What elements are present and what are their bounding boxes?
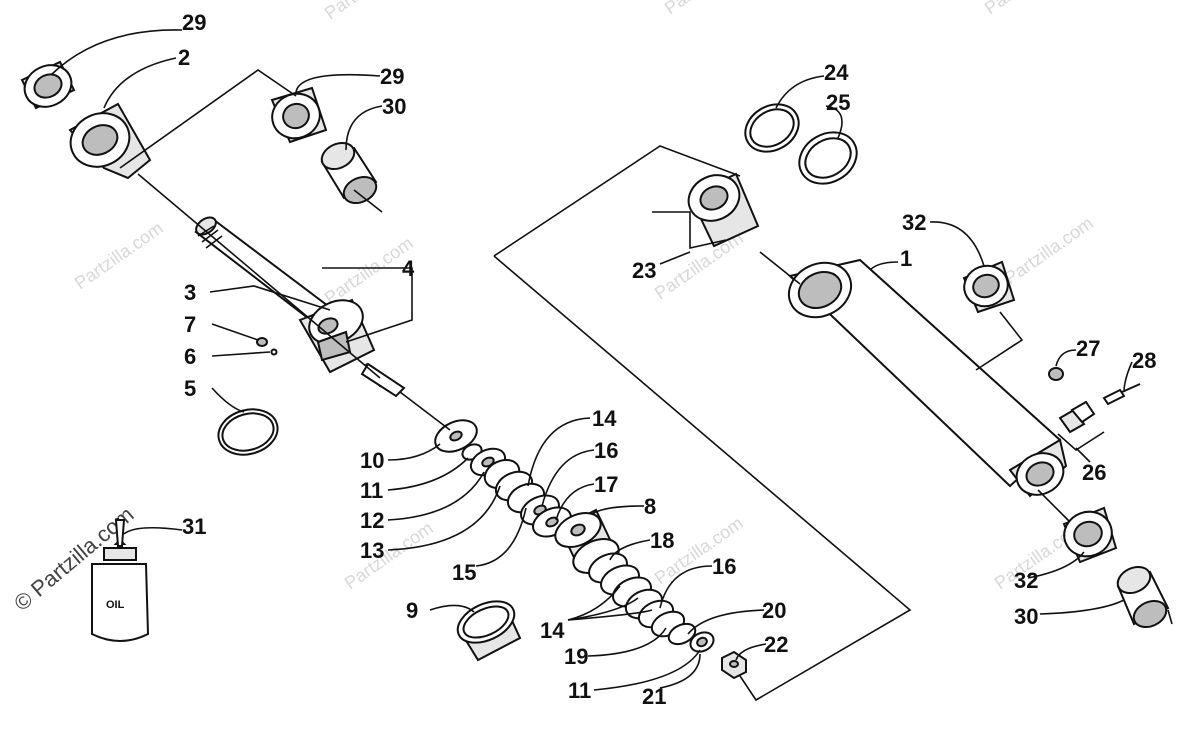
callout-14: 14 xyxy=(540,618,565,643)
watermark-text: Partzilla.com xyxy=(1001,213,1097,288)
callout-30: 30 xyxy=(1014,604,1038,629)
ball-7 xyxy=(256,337,268,347)
watermark-text: Partzilla.com xyxy=(321,0,417,23)
left-upper-parts xyxy=(20,60,406,456)
watermark-text: Partzilla.com xyxy=(651,228,747,303)
oil-bottle-31: OIL xyxy=(91,517,150,642)
callout-9: 9 xyxy=(406,598,418,623)
leader-lines xyxy=(51,29,1133,691)
bushing-32-lower xyxy=(1062,506,1118,564)
eye-housing-2 xyxy=(68,102,152,180)
grouping-lines xyxy=(119,69,1173,702)
callout-6: 6 xyxy=(184,344,196,369)
callout-22: 22 xyxy=(764,632,788,657)
piston-8 xyxy=(554,508,620,574)
oil-label: OIL xyxy=(106,599,125,611)
callout-11: 11 xyxy=(568,678,591,703)
callout-14: 14 xyxy=(592,406,617,431)
callout-numbers: 29 2 29 30 3 4 7 6 5 10 11 12 13 15 14 1… xyxy=(178,10,1156,709)
bushing-29-upper xyxy=(20,60,76,110)
watermark-text: Partzilla.com xyxy=(341,518,437,593)
callout-31: 31 xyxy=(182,514,206,539)
valve-stack xyxy=(434,419,747,680)
callout-32: 32 xyxy=(902,210,926,235)
callout-13: 13 xyxy=(360,538,384,563)
right-parts xyxy=(687,103,1170,629)
callout-30: 30 xyxy=(382,94,406,119)
callout-32: 32 xyxy=(1014,568,1038,593)
callout-4: 4 xyxy=(402,256,415,281)
callout-29: 29 xyxy=(182,10,206,35)
callout-17: 17 xyxy=(594,472,618,497)
sleeve-30-upper xyxy=(320,141,378,205)
reservoir-cap-23 xyxy=(687,172,760,248)
sleeve-30-lower xyxy=(1116,565,1170,629)
washer-27 xyxy=(1048,367,1064,381)
callout-2: 2 xyxy=(178,45,190,70)
callout-27: 27 xyxy=(1076,336,1100,361)
callout-23: 23 xyxy=(632,258,656,283)
callout-20: 20 xyxy=(762,598,786,623)
screw-28 xyxy=(1102,383,1141,406)
callout-8: 8 xyxy=(644,494,656,519)
watermark-text: Partzilla.com xyxy=(661,0,757,18)
callout-26: 26 xyxy=(1082,460,1106,485)
watermark-text: Partzilla.com xyxy=(981,0,1077,18)
bushing-32-upper xyxy=(962,260,1016,314)
spring-6 xyxy=(270,348,278,356)
callout-7: 7 xyxy=(184,312,196,337)
callout-25: 25 xyxy=(826,90,850,115)
callout-16: 16 xyxy=(712,554,736,579)
callout-1: 1 xyxy=(900,246,912,271)
callout-19: 19 xyxy=(564,644,588,669)
bushing-29-right xyxy=(270,86,328,144)
callout-16: 16 xyxy=(594,438,618,463)
callout-3: 3 xyxy=(184,280,196,305)
callout-18: 18 xyxy=(650,528,674,553)
piston-head-4 xyxy=(298,298,406,398)
callout-21: 21 xyxy=(642,684,666,709)
valve-26 xyxy=(1058,408,1086,434)
callout-5: 5 xyxy=(184,376,196,401)
watermark-text: Partzilla.com xyxy=(71,218,167,293)
callout-15: 15 xyxy=(452,560,476,585)
callout-28: 28 xyxy=(1132,348,1156,373)
piston-ring-9 xyxy=(456,600,522,662)
callout-29: 29 xyxy=(380,64,404,89)
shock-body-1 xyxy=(787,258,1068,498)
callout-24: 24 xyxy=(824,60,849,85)
callout-11: 11 xyxy=(360,478,383,503)
callout-12: 12 xyxy=(360,508,384,533)
callout-10: 10 xyxy=(360,448,384,473)
